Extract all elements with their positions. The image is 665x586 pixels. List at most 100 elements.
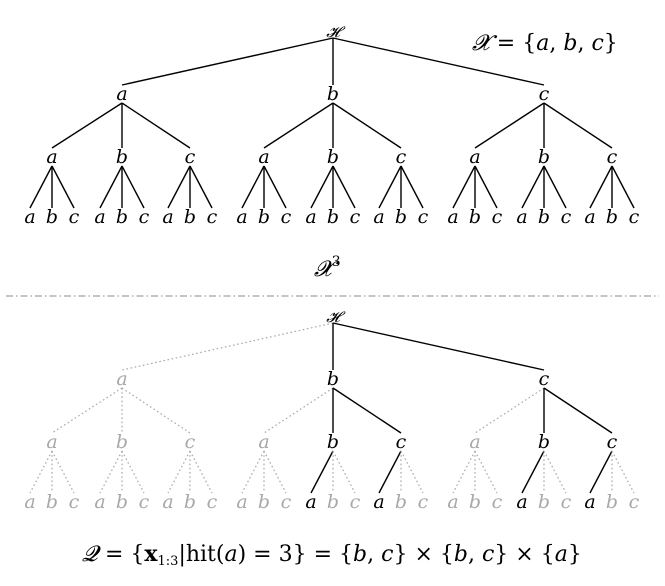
tree-edge — [400, 450, 424, 494]
tree-edge — [474, 450, 498, 494]
query-set-caption: 𝓠 = {x1:3|hit(a) = 3} = {b, c} × {b, c} … — [82, 541, 582, 569]
tree-edge — [378, 165, 402, 209]
node-label-b: b — [538, 146, 550, 168]
tree-edge — [121, 37, 334, 86]
node-label-b: b — [46, 491, 58, 513]
node-label-c: c — [492, 206, 503, 228]
tree-edge — [189, 165, 213, 209]
node-label-b: b — [258, 491, 270, 513]
node-label-a: a — [516, 491, 527, 513]
tree-edge — [452, 165, 476, 209]
query-tree-edges — [29, 322, 635, 494]
tree-edge — [29, 165, 53, 209]
node-label-b: b — [538, 491, 550, 513]
tree-edge — [400, 165, 424, 209]
node-label-c: c — [607, 431, 618, 453]
node-label-b: b — [538, 431, 550, 453]
tree-edge — [332, 450, 356, 494]
node-label-a: a — [305, 206, 316, 228]
tree-edge — [521, 165, 545, 209]
tree-edge — [332, 165, 356, 209]
node-label-a: a — [469, 146, 480, 168]
node-label-c: c — [629, 206, 640, 228]
tree-edge — [543, 165, 567, 209]
node-label-b: b — [327, 206, 339, 228]
tree-edge — [263, 387, 334, 434]
node-label-a: a — [447, 206, 458, 228]
node-label-a: a — [447, 491, 458, 513]
node-label-c: c — [418, 491, 429, 513]
node-label-b: b — [327, 368, 339, 390]
tree-edge — [167, 450, 191, 494]
node-label-b: b — [116, 146, 128, 168]
node-label-a: a — [46, 146, 57, 168]
tree-edge — [29, 450, 53, 494]
node-label-b: b — [469, 491, 481, 513]
node-label-a: a — [94, 206, 105, 228]
tree-edge — [332, 37, 545, 86]
node-label-a: a — [584, 206, 595, 228]
node-label-c: c — [207, 206, 218, 228]
node-label-b: b — [395, 491, 407, 513]
tree-edge — [51, 450, 75, 494]
tree-edge — [121, 102, 191, 149]
tree-edge — [474, 165, 498, 209]
node-label-c: c — [281, 491, 292, 513]
tree-edge — [310, 450, 334, 494]
node-label-b: b — [327, 431, 339, 453]
tree-edge — [543, 450, 567, 494]
tree-edge — [521, 450, 545, 494]
node-label-a: a — [469, 431, 480, 453]
node-label-a: a — [236, 206, 247, 228]
tree-edge — [99, 165, 123, 209]
tree-edge — [474, 102, 545, 149]
node-label-c: c — [350, 206, 361, 228]
node-label-c: c — [69, 491, 80, 513]
node-label-c: c — [185, 146, 196, 168]
tree-edge — [543, 387, 613, 434]
root-node-label: 𝓗 — [326, 308, 346, 326]
node-label-a: a — [46, 431, 57, 453]
node-label-a: a — [94, 491, 105, 513]
tree-edge — [121, 165, 145, 209]
node-label-a: a — [584, 491, 595, 513]
node-label-c: c — [629, 491, 640, 513]
node-label-a: a — [162, 491, 173, 513]
node-label-a: a — [116, 83, 127, 105]
node-label-b: b — [116, 431, 128, 453]
node-label-c: c — [561, 206, 572, 228]
tree-edge — [121, 450, 145, 494]
tree-edge — [99, 450, 123, 494]
tree-edge — [263, 165, 287, 209]
node-label-a: a — [305, 491, 316, 513]
tree-edge — [332, 322, 545, 371]
node-label-a: a — [516, 206, 527, 228]
node-label-a: a — [236, 491, 247, 513]
node-label-b: b — [184, 206, 196, 228]
node-label-b: b — [46, 206, 58, 228]
tree-edge — [241, 450, 265, 494]
node-label-a: a — [116, 368, 127, 390]
tree-edge — [51, 102, 123, 149]
tree-edge — [241, 165, 265, 209]
node-label-b: b — [327, 146, 339, 168]
node-label-b: b — [606, 206, 618, 228]
tree-edge — [474, 387, 545, 434]
tree-edge — [121, 387, 191, 434]
alphabet-set-label: 𝓧 = {a, b, c} — [472, 31, 618, 56]
node-label-c: c — [350, 491, 361, 513]
node-label-a: a — [258, 146, 269, 168]
tree-edge — [332, 387, 402, 434]
sequence-space-label: 𝓧3 — [314, 254, 341, 282]
tree-edge — [589, 165, 613, 209]
node-label-b: b — [606, 491, 618, 513]
node-label-c: c — [561, 491, 572, 513]
tree-edge — [543, 102, 613, 149]
node-label-c: c — [207, 491, 218, 513]
node-label-a: a — [373, 491, 384, 513]
top-tree-edges — [29, 37, 635, 209]
node-label-c: c — [492, 491, 503, 513]
